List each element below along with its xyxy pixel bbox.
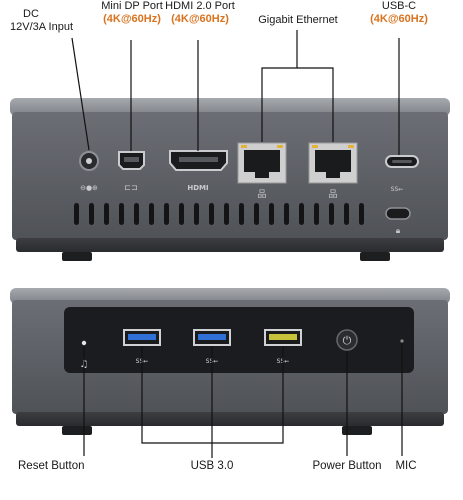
mic-hole [400,339,404,343]
usb-ss-mark-2: SS⇜ [206,358,219,365]
rear-case-base [16,238,444,252]
usb-c-port [385,155,419,168]
usbc-resolution: (4K@60Hz) [370,13,428,25]
bottom-callout-lines [83,343,403,458]
front-black-panel [64,307,414,373]
hdmi-mark: HDMI [187,184,208,192]
rear-device: 🔒︎ ⊖●⊕ ⊏⊐ HDMI 品 品 SS⇜ [10,30,450,261]
power-icon: ⏻ [343,334,352,347]
network-icon-2: 品 [328,189,337,200]
ethernet-port-1 [237,142,287,184]
front-device: ♫ SS⇜ SS⇜ SS⇜ ⏻ [10,288,450,458]
minidp-symbol-icon: ⊏⊐ [124,183,137,192]
kensington-lock-slot [385,207,411,220]
rear-foot-right [360,252,390,261]
mini-dp-port [118,151,145,170]
lock-icon: 🔒︎ [396,226,400,235]
usb3-port-1 [123,329,161,346]
rear-foot-left [62,252,92,261]
top-callout-lines [71,30,400,155]
dc-polarity-icon: ⊖●⊕ [80,184,98,192]
usb-ss-mark-1: SS⇜ [136,358,149,365]
mic-label: MIC [395,460,417,472]
front-foot-left [62,426,92,435]
usb3-label: USB 3.0 [190,460,234,472]
hdmi-label: HDMI 2.0 Port (4K@60Hz) [160,0,240,26]
front-foot-right [342,426,372,435]
usb3-port-2 [193,329,231,346]
ethernet-label: Gigabit Ethernet [258,14,338,26]
dc-label: DC 12V/3A Input [10,8,73,34]
power-button: ⏻ [336,329,358,351]
usb-ss-mark-3: SS⇜ [277,358,290,365]
usbc-title: USB-C [381,0,417,12]
usbc-ss-mark: SS⇜ [391,186,404,193]
ethernet-port-2 [308,142,358,184]
hdmi-title: HDMI 2.0 Port [165,0,235,12]
rear-case-top [10,98,450,116]
dc-title: DC [23,8,39,20]
minidp-title: Mini DP Port [101,0,163,12]
minidp-label: Mini DP Port (4K@60Hz) [90,0,174,26]
hdmi-port [169,150,228,171]
rear-vent-grille [74,203,364,225]
minidp-resolution: (4K@60Hz) [103,13,161,25]
reset-button-label: Reset Button [18,460,85,472]
usbc-label: USB-C (4K@60Hz) [364,0,434,26]
usb3-port-3-charging [264,329,302,346]
dc-subtitle: 12V/3A Input [10,21,73,33]
dc-jack [79,151,99,171]
hdmi-resolution: (4K@60Hz) [171,13,229,25]
power-button-label: Power Button [312,460,382,472]
network-icon-1: 品 [257,189,266,200]
front-case-base [16,412,444,426]
reset-pinhole [81,340,87,346]
